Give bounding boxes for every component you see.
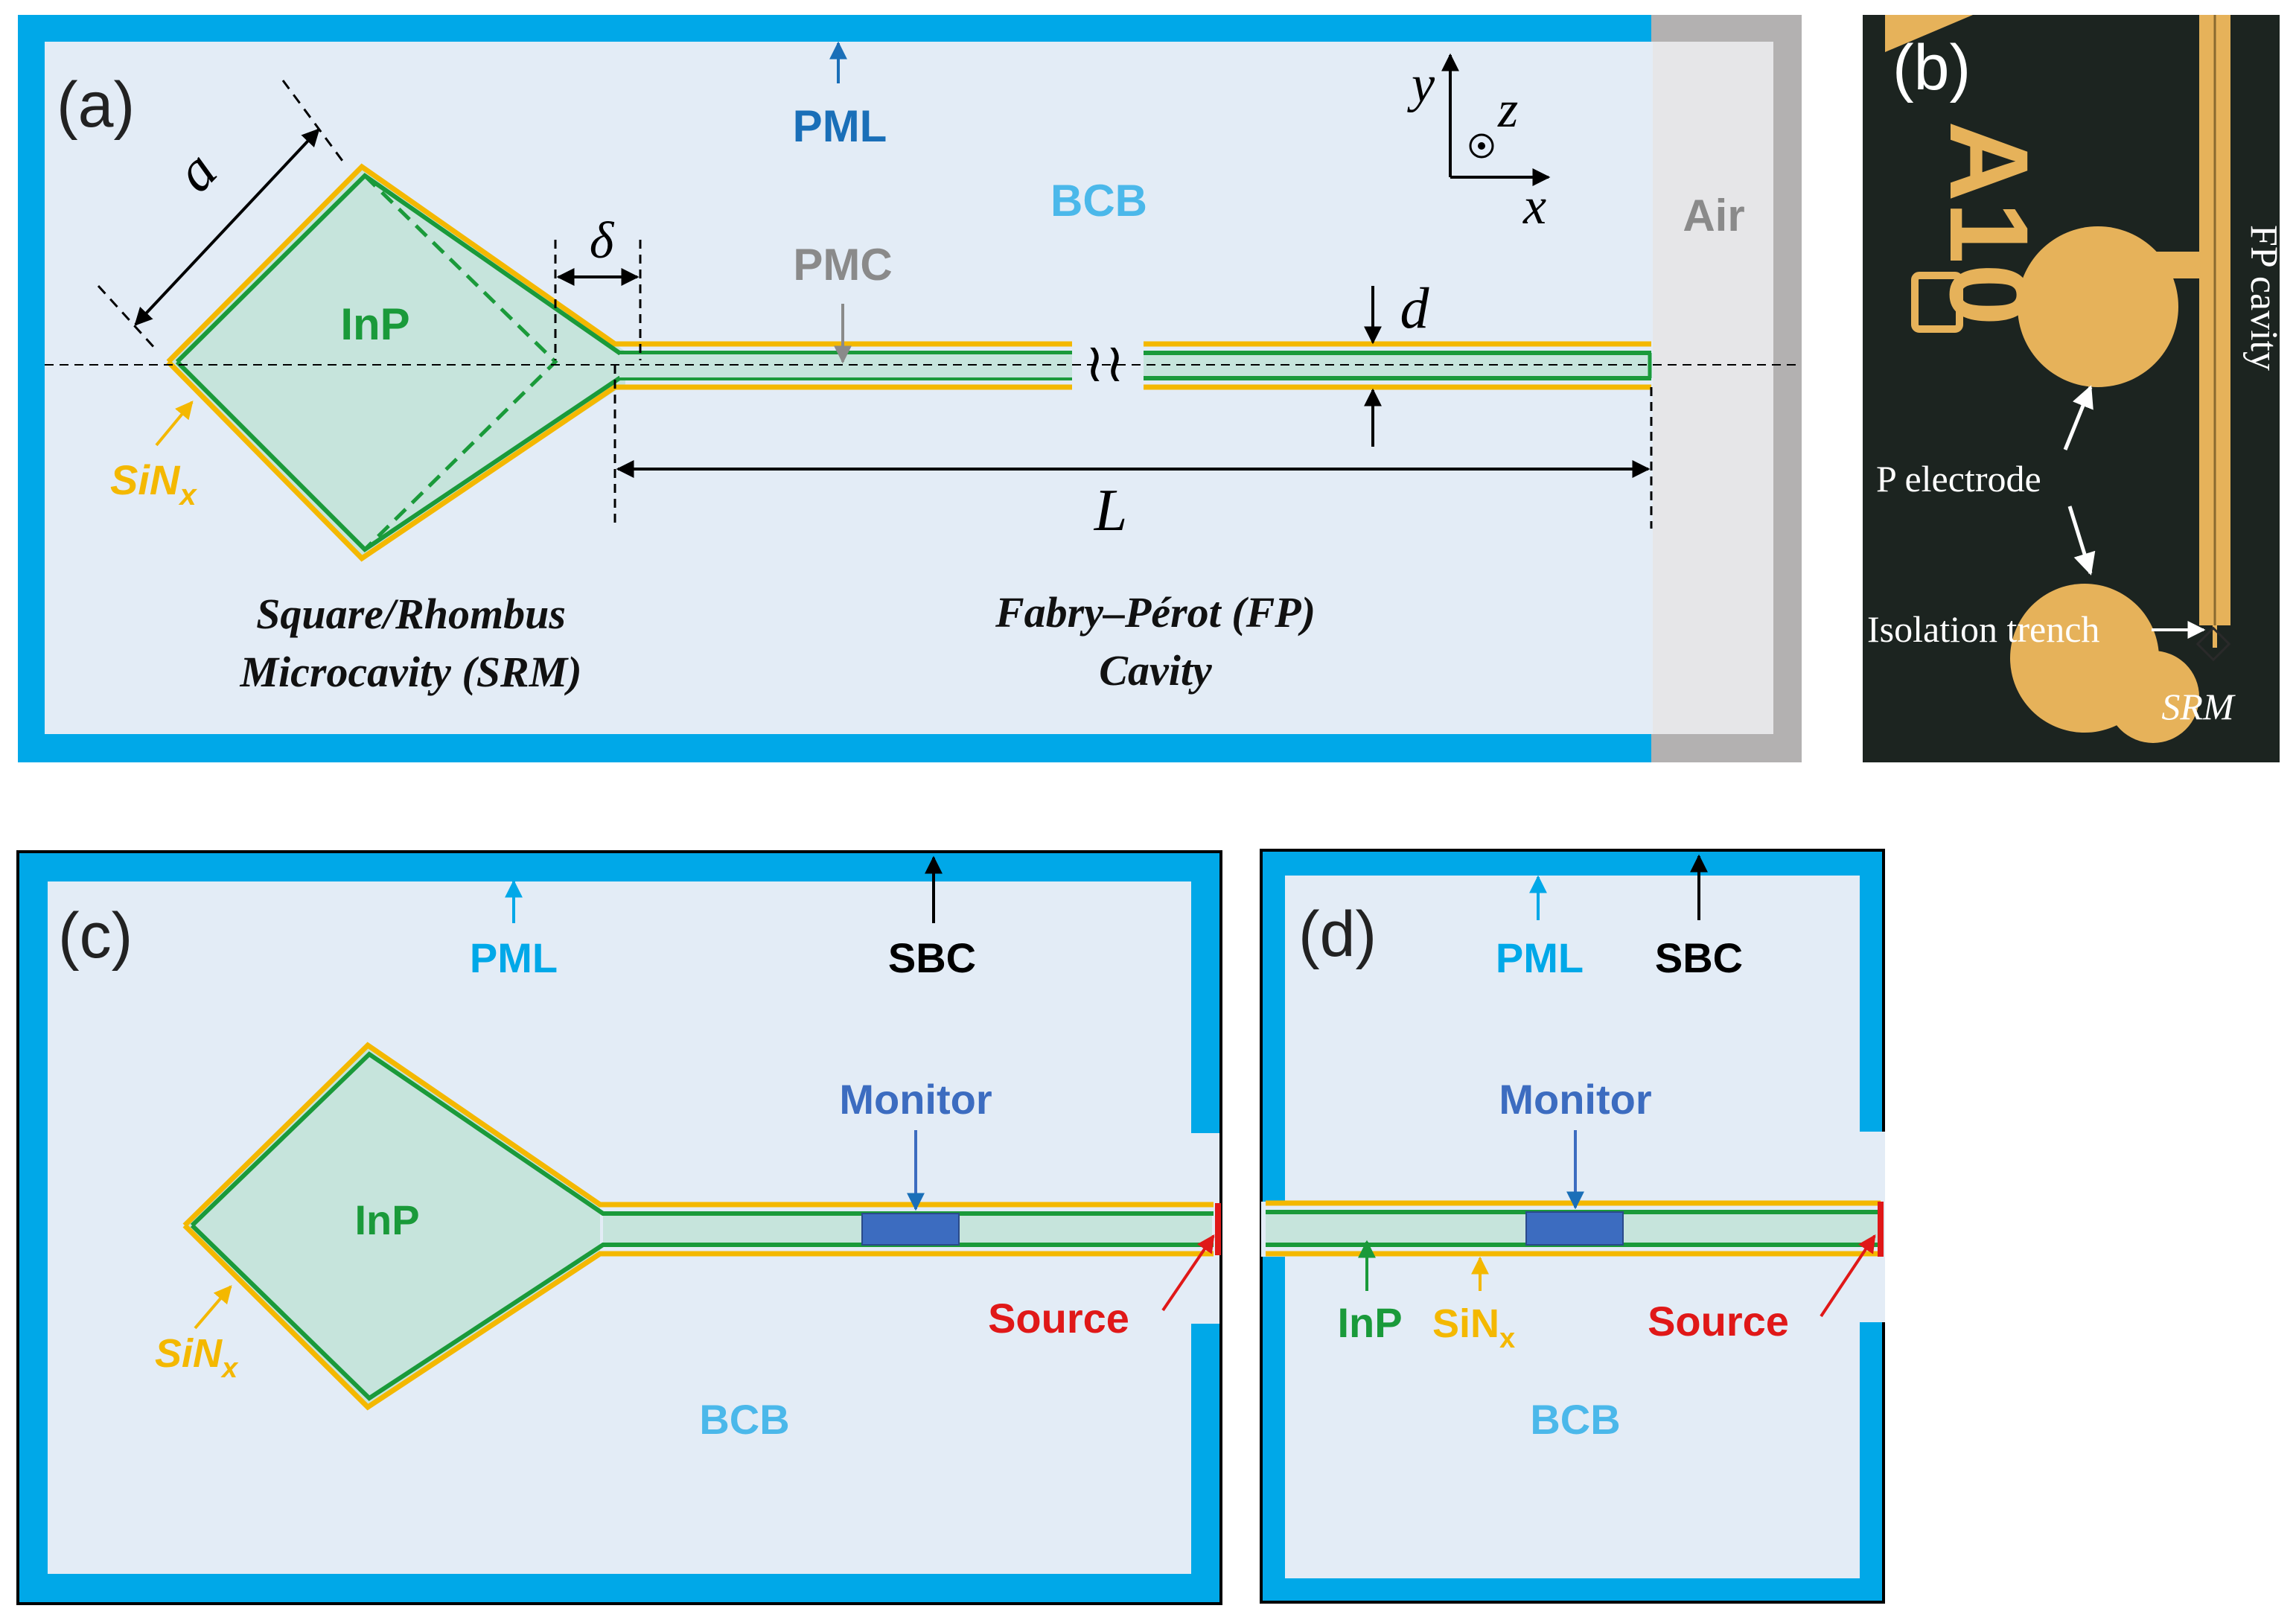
source-arrow [1820, 1234, 1876, 1318]
source-arrow [1161, 1234, 1215, 1312]
panel-a-tag: (a) [57, 69, 135, 141]
panel-a: ≀≀ a δ L d PMC PML BCB Air InP SiNx [18, 15, 1802, 762]
sinx-label-sub: x [1499, 1323, 1515, 1354]
sinx-arrow [155, 401, 194, 447]
chip-marker-rect [1911, 272, 1963, 333]
inp-edge-bottom [175, 360, 1072, 552]
bcb-label: BCB [1530, 1396, 1620, 1443]
p-electrode-bridge [2152, 252, 2204, 278]
p-electrode-arrow-lower [2067, 506, 2096, 575]
pml-label: PML [793, 101, 887, 151]
axis-z-label: z [1497, 81, 1518, 138]
air-region [1653, 42, 1773, 734]
panel-d: Monitor Source PML SBC InP SiNx BCB (d) [1260, 849, 1885, 1604]
bcb-label: BCB [699, 1396, 789, 1443]
panel-c: Monitor Source PML SBC InP SiNx BCB (c) [16, 850, 1222, 1605]
fp-caption-line1: Fabry–Pérot (FP) [995, 588, 1316, 637]
waveguide-break-symbol: ≀≀ [1085, 334, 1125, 393]
fp-cavity-label: FP cavity [2242, 225, 2285, 371]
sinx-arrow [194, 1285, 232, 1330]
srm-dashed-outline [363, 174, 558, 551]
panel-b-tag: (b) [1892, 32, 1971, 103]
pmc-label: PMC [793, 240, 892, 290]
z-axis-out-of-plane-icon [1469, 133, 1494, 159]
isolation-trench-label: Isolation trench [1867, 608, 2099, 650]
sinx-label: SiNx [155, 1331, 239, 1384]
p-electrode-upper [2018, 226, 2178, 387]
axis-y-label: y [1407, 56, 1435, 113]
fp-waveguide-left [619, 354, 1072, 377]
srm-caption-line1: Square/Rhombus [256, 590, 566, 638]
fp-caption-line2: Cavity [1099, 646, 1212, 695]
delta-label: δ [590, 212, 615, 270]
a-dimension-arrow [134, 128, 320, 326]
L-label: L [1094, 478, 1128, 543]
sbc-label: SBC [1655, 934, 1743, 981]
panel-b: A10 FP cavity P electrode Isolation tren… [1863, 15, 2285, 762]
sinx-label-base: SiN [110, 456, 181, 503]
sinx-label: SiNx [1432, 1301, 1515, 1354]
source-label: Source [1648, 1298, 1789, 1345]
a-extension-bottom [97, 284, 158, 351]
bcb-label: BCB [1050, 176, 1147, 226]
z-axis-dot [1478, 142, 1485, 150]
panel-c-tag: (c) [58, 900, 133, 972]
sinx-label: SiNx [110, 456, 197, 511]
srm-label: SRM [2161, 686, 2236, 727]
fp-waveguide-right [1144, 354, 1651, 377]
monitor-box [861, 1213, 960, 1246]
sinx-label-sub: x [220, 1353, 239, 1384]
sinx-label-base: SiN [1432, 1301, 1499, 1346]
sinx-layer-bottom [182, 1223, 1214, 1411]
sinx-label-sub: x [178, 479, 197, 511]
p-electrode-arrow-upper [2063, 385, 2093, 450]
sinx-layer-bottom [166, 360, 1072, 562]
p-electrode-lower-lobe [2107, 651, 2199, 743]
inp-label: InP [1337, 1299, 1402, 1346]
air-label: Air [1683, 191, 1744, 240]
sbc-label: SBC [888, 934, 976, 981]
inp-label: InP [354, 1196, 419, 1243]
pml-label: PML [470, 934, 558, 981]
monitor-label: Monitor [839, 1076, 992, 1123]
p-electrode-label: P electrode [1876, 458, 2041, 500]
srm-caption-line2: Microcavity (SRM) [239, 648, 581, 696]
gold-pad-corner [1885, 15, 1973, 52]
axis-x-label: x [1522, 178, 1546, 235]
panel-d-tag: (d) [1298, 899, 1377, 970]
pml-label: PML [1496, 934, 1584, 981]
sinx-label-base: SiN [155, 1331, 223, 1376]
monitor-label: Monitor [1499, 1076, 1651, 1123]
d-label: d [1400, 275, 1430, 340]
monitor-box [1525, 1211, 1624, 1246]
source-label: Source [988, 1295, 1129, 1342]
inp-label: InP [340, 299, 409, 349]
